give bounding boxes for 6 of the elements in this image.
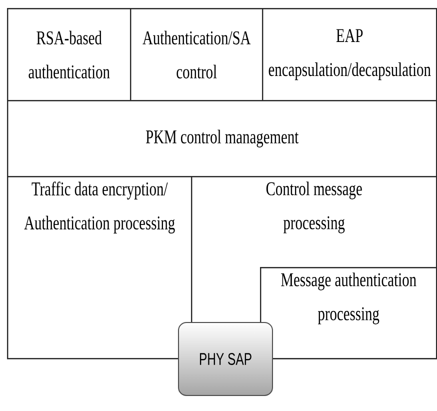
process-box: EAP encapsulation/decapsulation — [262, 8, 437, 102]
process-box: Traffic data encryption/ Authentication processing — [7, 176, 192, 360]
process-box: Message authentication processing — [260, 267, 437, 360]
process-box: Authentication/SA control — [130, 8, 264, 102]
phy-sap-box: PHY SAP — [178, 322, 273, 396]
process-box: RSA-based authentication — [7, 8, 132, 102]
